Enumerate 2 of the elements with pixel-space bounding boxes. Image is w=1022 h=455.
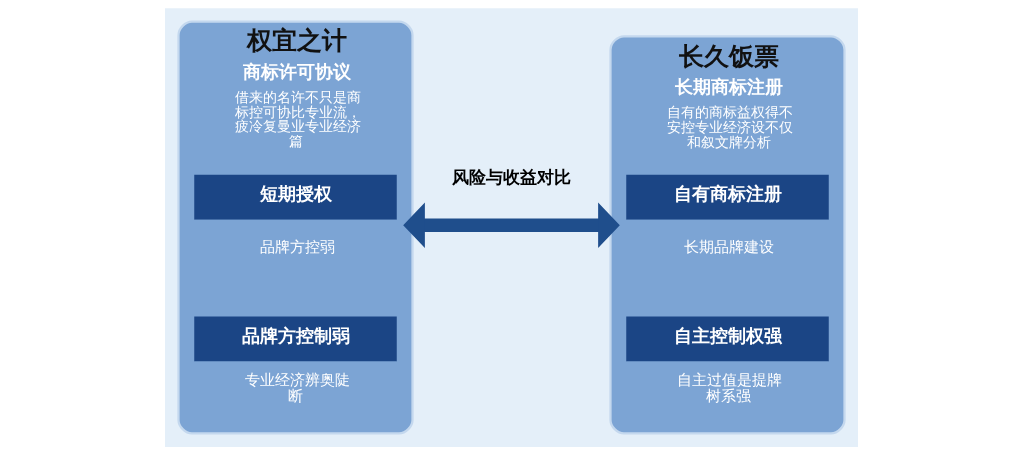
- edge-label: 风险与收益对比: [451, 167, 571, 188]
- arrow: [402, 202, 620, 249]
